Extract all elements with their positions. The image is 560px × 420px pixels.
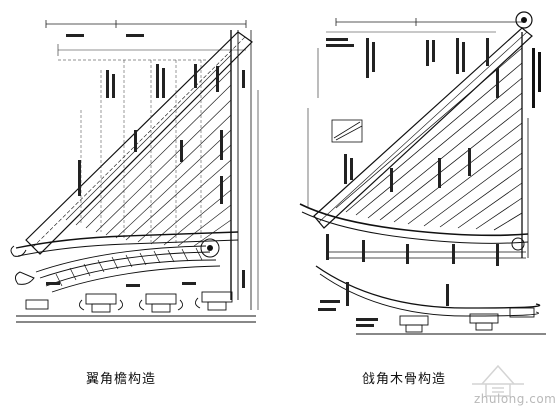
corner-timber-frame-drawing (299, 11, 546, 335)
right-drawing (296, 8, 554, 338)
caption-corner-timber-frame: 戗角木骨构造 (362, 372, 447, 387)
watermark-logo (472, 364, 524, 397)
bracket-sets (16, 291, 256, 323)
left-drawing (6, 10, 268, 332)
wing-eave-structure-drawing (10, 20, 259, 323)
bracket-sets-right (356, 307, 546, 335)
caption-wing-eave-structure: 翼角檐构造 (86, 372, 157, 387)
watermark-text: zhulong.com (474, 392, 557, 406)
fan-rafters-right (335, 47, 523, 231)
fan-rafters (65, 54, 232, 247)
